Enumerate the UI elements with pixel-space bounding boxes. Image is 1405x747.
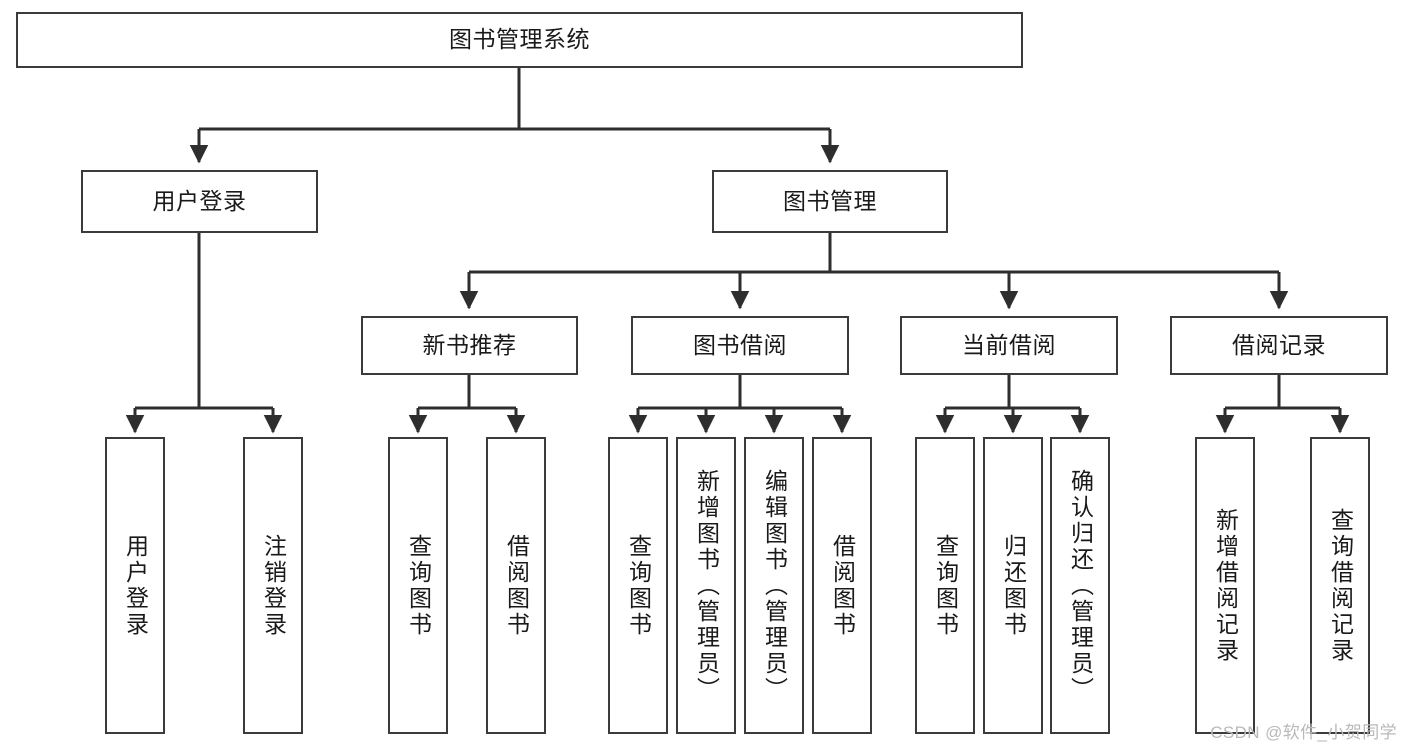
leaf-current-query-books-label: 查询图书 — [932, 533, 959, 638]
leaf-borrow-query-books-label: 查询图书 — [625, 533, 652, 638]
edge-current-to-leaves — [935, 375, 1090, 434]
edge-root-to-level2 — [189, 67, 840, 164]
leaf-newbook-query-books-label: 查询图书 — [405, 533, 432, 638]
edge-records-to-leaves — [1215, 375, 1350, 434]
leaf-newbook-borrow-books-label: 借阅图书 — [503, 533, 530, 638]
leaf-current-return-books[interactable]: 归还图书 — [983, 437, 1043, 734]
leaf-records-add-record[interactable]: 新增借阅记录 — [1195, 437, 1255, 734]
leaf-current-confirm-return-admin-label: 确认归还（管理员） — [1067, 468, 1094, 703]
edge-login-to-leaves — [125, 232, 283, 434]
node-new-book-recommend-label: 新书推荐 — [422, 331, 517, 358]
leaf-user-logout-label: 注销登录 — [260, 533, 287, 638]
leaf-newbook-borrow-books[interactable]: 借阅图书 — [486, 437, 546, 734]
node-book-borrow-label: 图书借阅 — [693, 331, 787, 358]
leaf-borrow-borrow-books[interactable]: 借阅图书 — [812, 437, 872, 734]
leaf-borrow-add-book-admin-label: 新增图书（管理员） — [693, 468, 720, 703]
leaf-user-login[interactable]: 用户登录 — [105, 437, 165, 734]
leaf-records-query-record[interactable]: 查询借阅记录 — [1310, 437, 1370, 734]
edge-newbook-to-leaves — [408, 375, 526, 434]
leaf-borrow-edit-book-admin[interactable]: 编辑图书（管理员） — [744, 437, 804, 734]
node-user-login-label: 用户登录 — [152, 187, 247, 214]
leaf-borrow-edit-book-admin-label: 编辑图书（管理员） — [761, 468, 788, 703]
node-borrow-records-label: 借阅记录 — [1232, 331, 1326, 358]
leaf-borrow-query-books[interactable]: 查询图书 — [608, 437, 668, 734]
node-root[interactable]: 图书管理系统 — [16, 12, 1023, 68]
node-book-management[interactable]: 图书管理 — [712, 170, 948, 233]
leaf-user-login-label: 用户登录 — [122, 533, 149, 638]
leaf-borrow-add-book-admin[interactable]: 新增图书（管理员） — [676, 437, 736, 734]
node-book-borrow[interactable]: 图书借阅 — [631, 316, 849, 375]
leaf-borrow-borrow-books-label: 借阅图书 — [829, 533, 856, 638]
leaf-current-return-books-label: 归还图书 — [1000, 533, 1027, 638]
node-current-borrow-label: 当前借阅 — [962, 331, 1056, 358]
node-user-login[interactable]: 用户登录 — [81, 170, 318, 233]
leaf-records-add-record-label: 新增借阅记录 — [1212, 507, 1239, 664]
node-current-borrow[interactable]: 当前借阅 — [900, 316, 1118, 375]
leaf-records-query-record-label: 查询借阅记录 — [1327, 507, 1354, 664]
node-root-label: 图书管理系统 — [449, 26, 590, 53]
leaf-newbook-query-books[interactable]: 查询图书 — [388, 437, 448, 734]
node-new-book-recommend[interactable]: 新书推荐 — [361, 316, 578, 375]
leaf-current-confirm-return-admin[interactable]: 确认归还（管理员） — [1050, 437, 1110, 734]
edge-borrow-to-leaves — [628, 375, 852, 434]
leaf-current-query-books[interactable]: 查询图书 — [915, 437, 975, 734]
leaf-user-logout[interactable]: 注销登录 — [243, 437, 303, 734]
node-book-management-label: 图书管理 — [783, 187, 877, 214]
edge-bookmgmt-to-level3 — [459, 232, 1289, 310]
node-borrow-records[interactable]: 借阅记录 — [1170, 316, 1388, 375]
